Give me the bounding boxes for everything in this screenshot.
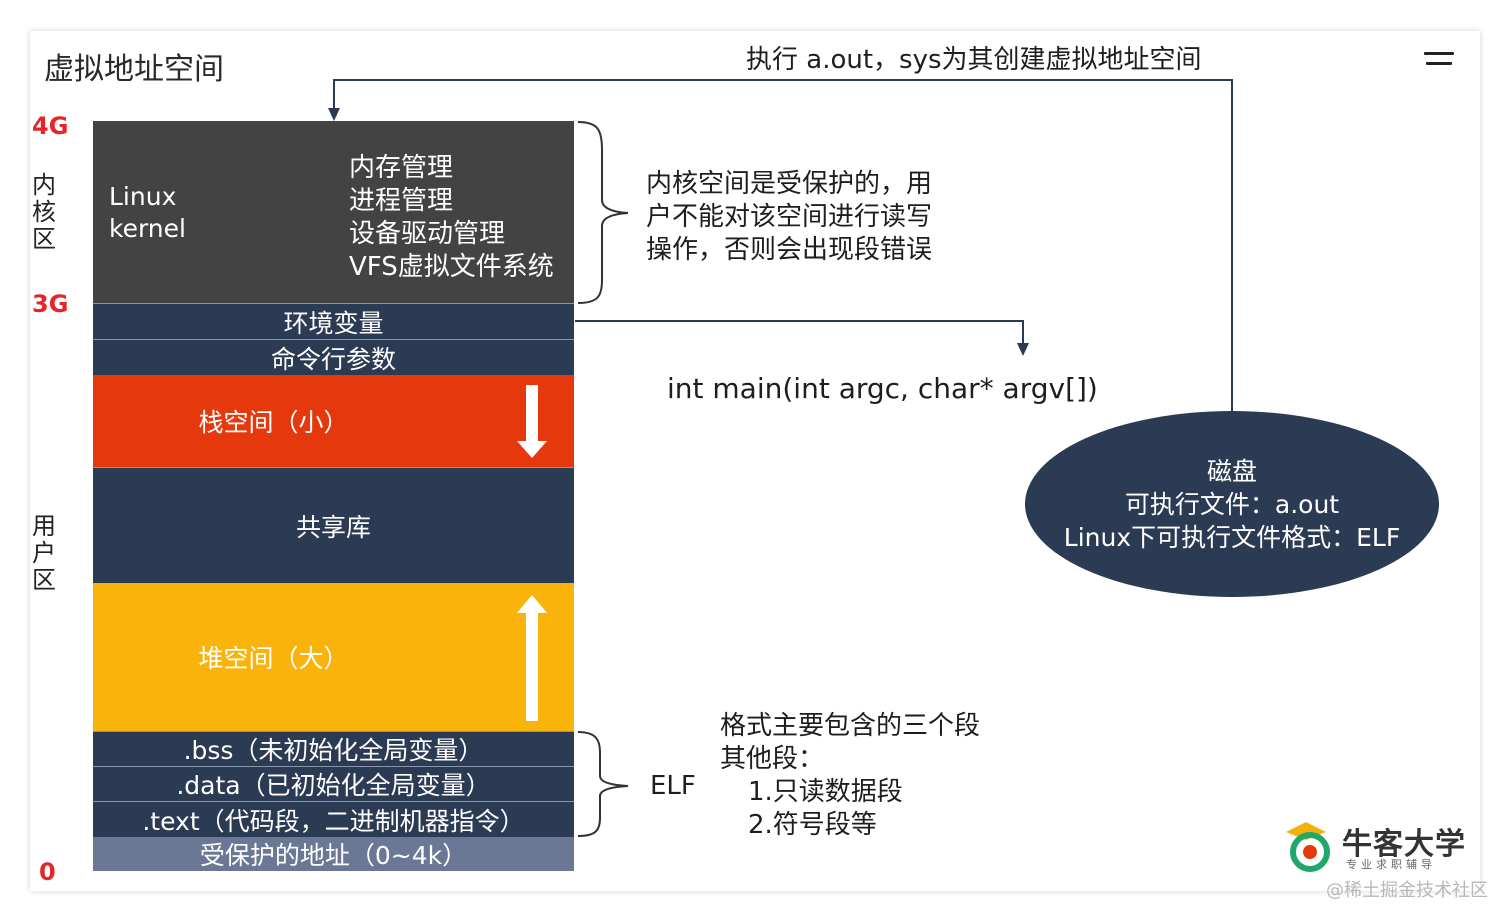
elf-label: ELF bbox=[650, 771, 696, 801]
disk-format: Linux下可执行文件格式：ELF bbox=[1063, 522, 1401, 552]
stack-segment: 栈空间（小） bbox=[93, 375, 574, 467]
data-label: .data（已初始化全局变量） bbox=[176, 771, 491, 800]
elf-note-line: 2.符号段等 bbox=[748, 810, 877, 840]
elf-note-line: 格式主要包含的三个段 bbox=[720, 711, 981, 741]
text-segment: .text（代码段，二进制机器指令） bbox=[93, 801, 574, 837]
stack-down-arrow-icon bbox=[517, 385, 547, 458]
address-0: 0 bbox=[39, 858, 56, 886]
disk-title: 磁盘 bbox=[1206, 456, 1257, 486]
elf-note-line: 1.只读数据段 bbox=[748, 777, 903, 807]
logo-tagline: 专业求职辅导 bbox=[1346, 858, 1436, 871]
top-arrow-label: 执行 a.out，sys为其创建虚拟地址空间 bbox=[746, 45, 1202, 75]
kernel-region-label: 内核区 bbox=[32, 171, 56, 253]
note-line: 内核空间是受保护的，用 bbox=[646, 169, 933, 199]
shared-lib-label: 共享库 bbox=[295, 512, 371, 542]
note-line: 户不能对该空间进行读写 bbox=[646, 202, 933, 232]
niuke-logo-icon bbox=[1286, 822, 1330, 872]
stack-label: 栈空间（小） bbox=[198, 408, 349, 437]
protected-segment: 受保护的地址（0~4k） bbox=[93, 837, 574, 871]
slide-title: 虚拟地址空间 bbox=[44, 52, 224, 87]
shared-lib-segment: 共享库 bbox=[93, 467, 574, 583]
note-line: 操作，否则会出现段错误 bbox=[646, 235, 933, 265]
heap-label: 堆空间（大） bbox=[198, 644, 349, 673]
data-segment: .data（已初始化全局变量） bbox=[93, 766, 574, 801]
heap-segment: 堆空间（大） bbox=[93, 583, 574, 731]
watermark: @稀土掘金技术社区 bbox=[1326, 880, 1488, 901]
bss-segment: .bss（未初始化全局变量） bbox=[93, 731, 574, 766]
address-4g: 4G bbox=[32, 112, 69, 140]
kernel-name-line: kernel bbox=[109, 214, 186, 243]
env-vars-label: 环境变量 bbox=[283, 308, 384, 338]
main-signature: int main(int argc, char* argv[]) bbox=[667, 372, 1098, 405]
cmd-args-label: 命令行参数 bbox=[270, 344, 396, 374]
user-region-label: 用户区 bbox=[32, 512, 56, 594]
address-3g: 3G bbox=[32, 290, 69, 318]
bss-label: .bss（未初始化全局变量） bbox=[183, 736, 484, 765]
elf-note: 格式主要包含的三个段 其他段： 1.只读数据段 2.符号段等 bbox=[720, 710, 980, 842]
kernel-left-text: Linux kernel bbox=[109, 181, 186, 245]
menu-icon[interactable] bbox=[1424, 52, 1454, 70]
elf-note-line: 其他段： bbox=[720, 744, 825, 774]
kernel-protection-note: 内核空间是受保护的，用 户不能对该空间进行读写 操作，否则会出现段错误 bbox=[646, 168, 932, 267]
cmd-args-segment: 命令行参数 bbox=[93, 339, 574, 375]
disk-executable: 可执行文件：a.out bbox=[1124, 489, 1340, 519]
kernel-function-item: 内存管理 bbox=[349, 153, 454, 183]
kernel-function-item: 进程管理 bbox=[349, 186, 454, 216]
protected-label: 受保护的地址（0~4k） bbox=[199, 841, 468, 870]
kernel-functions-list: 内存管理 进程管理 设备驱动管理 VFS虚拟文件系统 bbox=[349, 152, 554, 284]
logo-name: 牛客大学 bbox=[1342, 827, 1466, 862]
kernel-space-block: Linux kernel 内存管理 进程管理 设备驱动管理 VFS虚拟文件系统 bbox=[93, 121, 574, 303]
text-label: .text（代码段，二进制机器指令） bbox=[142, 806, 525, 836]
kernel-function-item: VFS虚拟文件系统 bbox=[349, 252, 554, 282]
kernel-name-line: Linux bbox=[109, 182, 177, 211]
heap-up-arrow-icon bbox=[517, 595, 547, 721]
disk-ellipse: 磁盘 可执行文件：a.out Linux下可执行文件格式：ELF bbox=[1025, 411, 1439, 597]
kernel-function-item: 设备驱动管理 bbox=[349, 219, 506, 249]
env-vars-segment: 环境变量 bbox=[93, 303, 574, 339]
